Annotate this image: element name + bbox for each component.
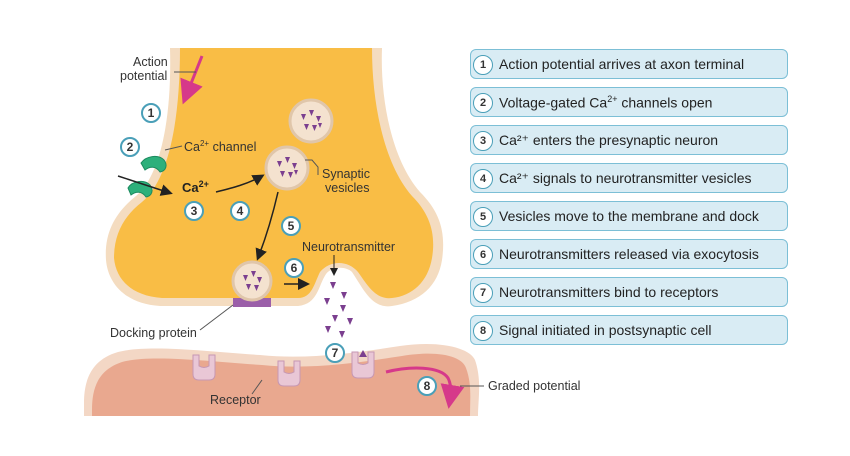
step-text: Neurotransmitters bind to receptors — [499, 284, 719, 300]
svg-text:6: 6 — [291, 261, 298, 275]
docking-protein — [233, 298, 271, 307]
synaptic-vesicles-label-line1: Synaptic — [322, 167, 370, 181]
graded-potential-arrow — [385, 366, 465, 409]
step-legend: 1 Action potential arrives at axon termi… — [470, 49, 788, 353]
step-number: 2 — [473, 93, 493, 113]
svg-text:7: 7 — [332, 346, 339, 360]
step-6: 6 Neurotransmitters released via exocyto… — [470, 239, 788, 269]
step-marker-6: 6 — [284, 258, 304, 278]
receptor — [277, 360, 301, 387]
step-text: Vesicles move to the membrane and dock — [499, 208, 759, 224]
step-8: 8 Signal initiated in postsynaptic cell — [470, 315, 788, 345]
receptor — [192, 354, 216, 381]
step-text: Ca²⁺ enters the presynaptic neuron — [499, 132, 719, 148]
svg-text:1: 1 — [148, 106, 155, 120]
action-potential-label-line2: potential — [120, 69, 167, 83]
step-text: Action potential arrives at axon termina… — [499, 56, 745, 72]
synaptic-vesicles-label-line2: vesicles — [325, 181, 369, 195]
svg-text:5: 5 — [288, 219, 295, 233]
calcium-channel — [127, 155, 167, 198]
step-number: 7 — [473, 283, 493, 303]
docked-vesicle — [231, 260, 273, 302]
receptor-bound — [351, 350, 375, 379]
step-2: 2 Voltage-gated Ca2+ channels open — [470, 87, 788, 117]
step-marker-8: 8 — [417, 376, 437, 396]
step-4: 4 Ca²⁺ signals to neurotransmitter vesic… — [470, 163, 788, 193]
calcium-entry-arrow — [117, 175, 173, 196]
step-marker-5: 5 — [281, 216, 301, 236]
step-5: 5 Vesicles move to the membrane and dock — [470, 201, 788, 231]
svg-text:2: 2 — [127, 140, 134, 154]
step-text: Neurotransmitters released via exocytosi… — [499, 246, 759, 262]
step-1: 1 Action potential arrives at axon termi… — [470, 49, 788, 79]
svg-text:4: 4 — [237, 204, 244, 218]
neurotransmitter-label: Neurotransmitter — [302, 240, 395, 254]
step-marker-2: 2 — [120, 137, 140, 157]
docking-protein-label: Docking protein — [110, 326, 197, 340]
receptor-label: Receptor — [210, 393, 261, 407]
step-3: 3 Ca²⁺ enters the presynaptic neuron — [470, 125, 788, 155]
step-text: Ca²⁺ signals to neurotransmitter vesicle… — [499, 170, 752, 186]
step-text: Voltage-gated Ca2+ channels open — [499, 94, 713, 111]
svg-text:8: 8 — [424, 379, 431, 393]
calcium-to-vesicle-arrow — [215, 174, 265, 193]
neurotransmitter-molecules — [324, 282, 353, 338]
step-7: 7 Neurotransmitters bind to receptors — [470, 277, 788, 307]
step-number: 3 — [473, 131, 493, 151]
action-potential-label-line1: Action — [133, 55, 168, 69]
step-number: 6 — [473, 245, 493, 265]
step-marker-1: 1 — [141, 103, 161, 123]
synaptic-vesicle — [288, 98, 334, 144]
svg-text:3: 3 — [191, 204, 198, 218]
step-number: 8 — [473, 321, 493, 341]
step-marker-7: 7 — [325, 343, 345, 363]
step-text: Signal initiated in postsynaptic cell — [499, 322, 712, 338]
step-number: 5 — [473, 207, 493, 227]
graded-potential-label: Graded potential — [488, 379, 580, 393]
step-number: 1 — [473, 55, 493, 75]
action-potential-arrow — [174, 55, 204, 105]
vesicle-move-arrow — [255, 191, 279, 261]
step-marker-3: 3 — [184, 201, 204, 221]
calcium-channel-label: Ca2+ channel — [184, 139, 256, 154]
step-number: 4 — [473, 169, 493, 189]
calcium-ion-label: Ca2+ — [182, 179, 209, 195]
synaptic-vesicle — [264, 145, 310, 191]
step-marker-4: 4 — [230, 201, 250, 221]
